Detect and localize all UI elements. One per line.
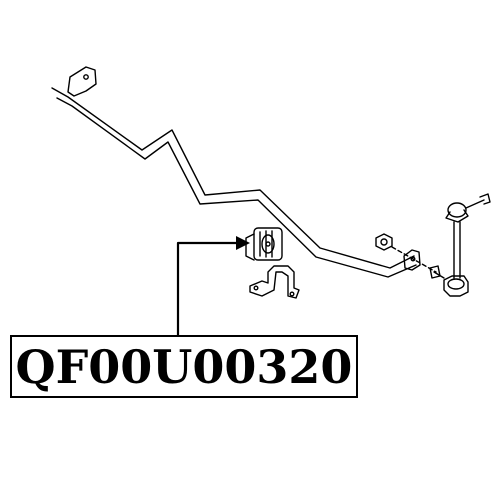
pointer-arrow xyxy=(176,241,240,340)
clamp-bracket-icon xyxy=(249,265,300,299)
guide-line xyxy=(391,246,437,273)
stabilizer-bar xyxy=(51,87,417,278)
bar-right-end-bracket xyxy=(403,249,421,271)
part-number-label: QF00U00320 xyxy=(10,335,358,398)
pointer-arrowhead xyxy=(236,236,250,250)
bushing-icon xyxy=(245,227,283,261)
bar-left-end-bracket xyxy=(67,66,97,97)
stabilizer-link-icon xyxy=(429,193,491,297)
nut-icon xyxy=(375,233,393,251)
